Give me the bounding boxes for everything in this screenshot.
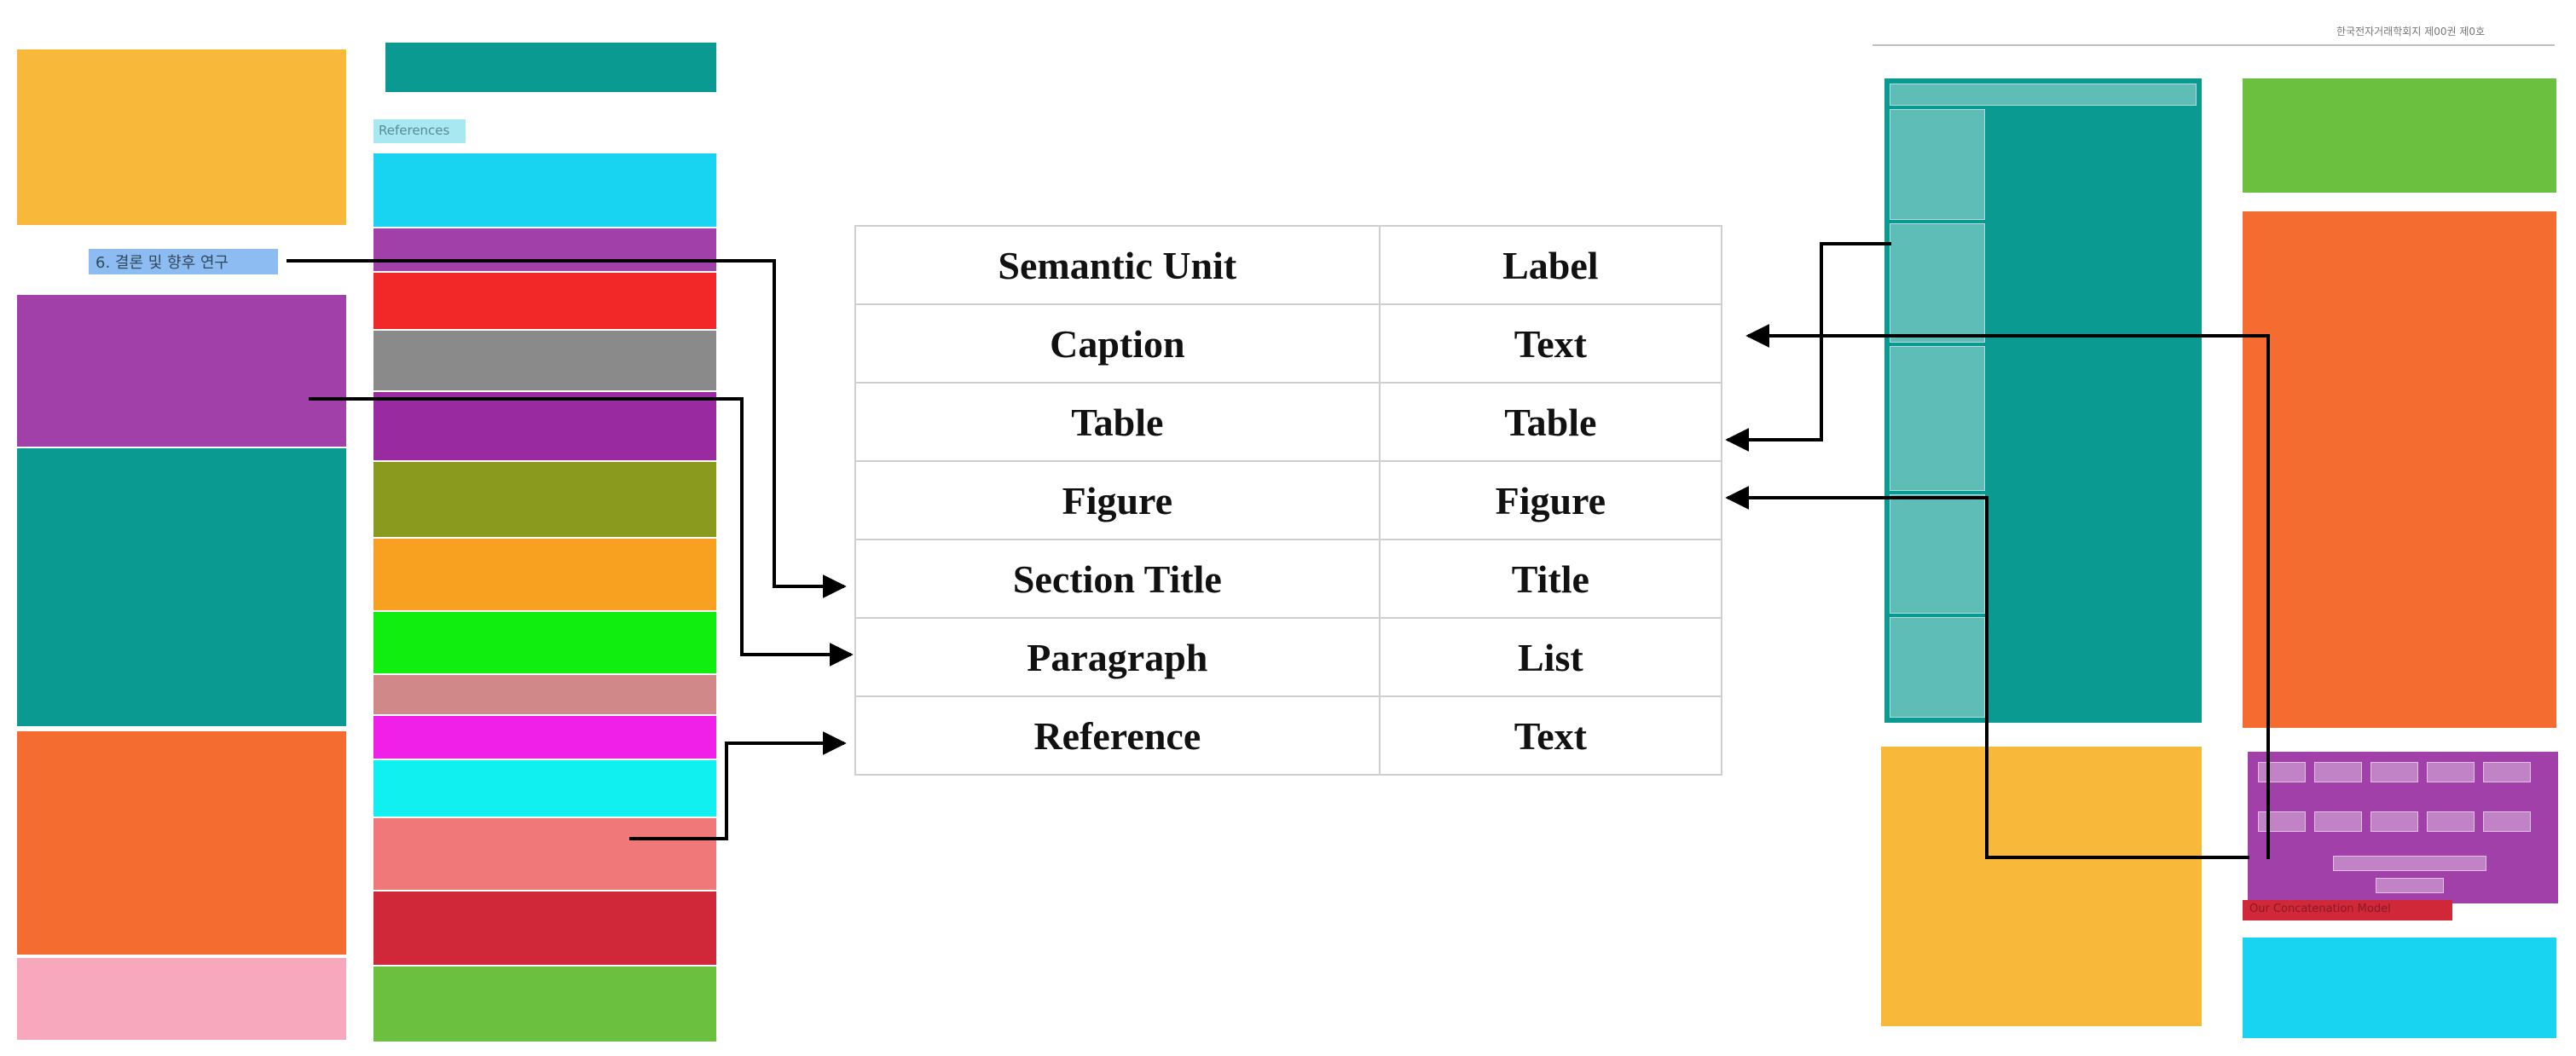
table-row: Caption Text	[854, 303, 1723, 384]
label-cell: Table	[1378, 382, 1723, 462]
table-header-row: Semantic Unit Label	[854, 225, 1723, 305]
label-cell: List	[1378, 617, 1723, 697]
unit-cell: Paragraph	[854, 617, 1381, 697]
section-heading: 6. 결론 및 향후 연구	[96, 254, 229, 272]
figure-bar	[2376, 878, 2444, 893]
figure-node	[2370, 762, 2418, 782]
reference-block-salmon	[373, 818, 716, 890]
arrow-table	[1725, 242, 1891, 452]
unit-cell: Caption	[854, 303, 1381, 384]
header-semantic-unit: Semantic Unit	[854, 225, 1381, 305]
paragraph-block-right-2	[2243, 211, 2556, 728]
reference-block-leaf-green	[373, 967, 716, 1042]
unit-cell: Section Title	[854, 539, 1381, 619]
table-row: Section Title Title	[854, 539, 1723, 619]
paragraph-block-right-3	[1881, 747, 2202, 1026]
reference-block-cyan-2	[373, 760, 716, 817]
arrow-reference	[629, 731, 847, 840]
reference-block-magenta	[373, 716, 716, 759]
label-cell: Figure	[1378, 460, 1723, 540]
figure-caption-block: Our Concatenation Model	[2243, 900, 2452, 920]
arrow-section-title	[287, 259, 847, 598]
label-cell: Text	[1378, 695, 1723, 776]
paragraph-block-3	[17, 448, 346, 726]
paragraph-block-right-1	[2243, 78, 2556, 193]
reference-block-rose	[373, 675, 716, 714]
table-block	[1884, 78, 2202, 723]
figure-block	[2248, 752, 2558, 903]
semantic-unit-label-table: Semantic Unit Label Caption Text Table T…	[854, 225, 1723, 776]
table-cell	[1890, 223, 1985, 343]
figure-node	[2483, 811, 2531, 832]
figure-node	[2370, 811, 2418, 832]
figure-node	[2427, 811, 2475, 832]
unit-cell: Reference	[854, 695, 1381, 776]
figure-node	[2483, 762, 2531, 782]
paragraph-block-5	[17, 958, 346, 1040]
unit-cell: Figure	[854, 460, 1381, 540]
reference-block-crimson	[373, 892, 716, 965]
figure-node	[2314, 762, 2362, 782]
figure-node	[2427, 762, 2475, 782]
table-cell	[1890, 109, 1985, 220]
table-row: Figure Figure	[854, 460, 1723, 540]
caption-block-top	[385, 43, 716, 92]
section-title-block: 6. 결론 및 향후 연구	[89, 249, 278, 274]
arrow-figure	[1725, 486, 2249, 859]
paragraph-block-4	[17, 731, 346, 955]
table-cell	[1890, 617, 1985, 718]
figure-node	[2314, 811, 2362, 832]
arrow-paragraph	[309, 397, 854, 666]
reference-block-gray	[373, 331, 716, 390]
reference-block-orange	[373, 539, 716, 610]
reference-block-green	[373, 612, 716, 673]
paragraph-block-right-4	[2243, 938, 2556, 1038]
paragraph-block-1	[17, 49, 346, 225]
reference-block-red	[373, 273, 716, 329]
figure-caption: Our Concatenation Model	[2249, 903, 2391, 915]
reference-block-cyan-1	[373, 153, 716, 227]
figure-node	[2258, 811, 2306, 832]
page-header-rule	[1873, 44, 2555, 46]
table-row: Reference Text	[854, 695, 1723, 776]
table-header-cell	[1890, 84, 2197, 106]
table-row: Paragraph List	[854, 617, 1723, 697]
label-cell: Title	[1378, 539, 1723, 619]
figure-bar	[2333, 856, 2486, 871]
reference-block-purple-2	[373, 392, 716, 460]
figure-node	[2258, 762, 2306, 782]
paragraph-block-2	[17, 295, 346, 447]
reference-block-purple-1	[373, 228, 716, 271]
table-row: Table Table	[854, 382, 1723, 462]
table-cell	[1890, 494, 1985, 614]
table-cell	[1890, 346, 1985, 491]
header-label: Label	[1378, 225, 1723, 305]
label-cell: Text	[1378, 303, 1723, 384]
arrow-caption	[1745, 324, 2270, 859]
unit-cell: Table	[854, 382, 1381, 462]
references-label-block: References	[373, 119, 466, 143]
references-label: References	[379, 123, 450, 138]
running-header: 한국전자거래학회지 제00권 제0호	[2336, 26, 2486, 38]
reference-block-olive	[373, 462, 716, 537]
